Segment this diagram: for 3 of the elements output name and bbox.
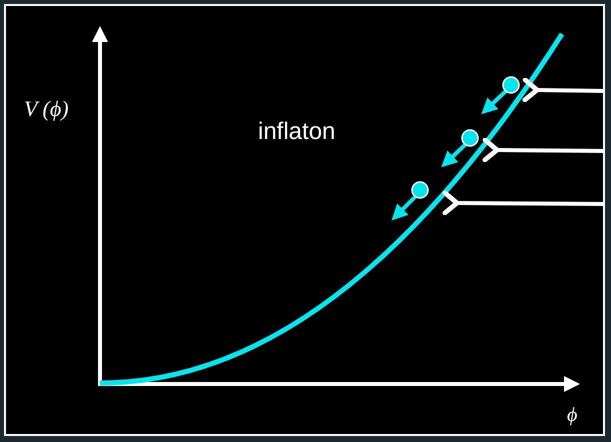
axis-label: ϕ bbox=[567, 404, 578, 427]
axis-label: V (ϕ) bbox=[24, 96, 69, 122]
text-label: inflaton bbox=[258, 118, 336, 146]
